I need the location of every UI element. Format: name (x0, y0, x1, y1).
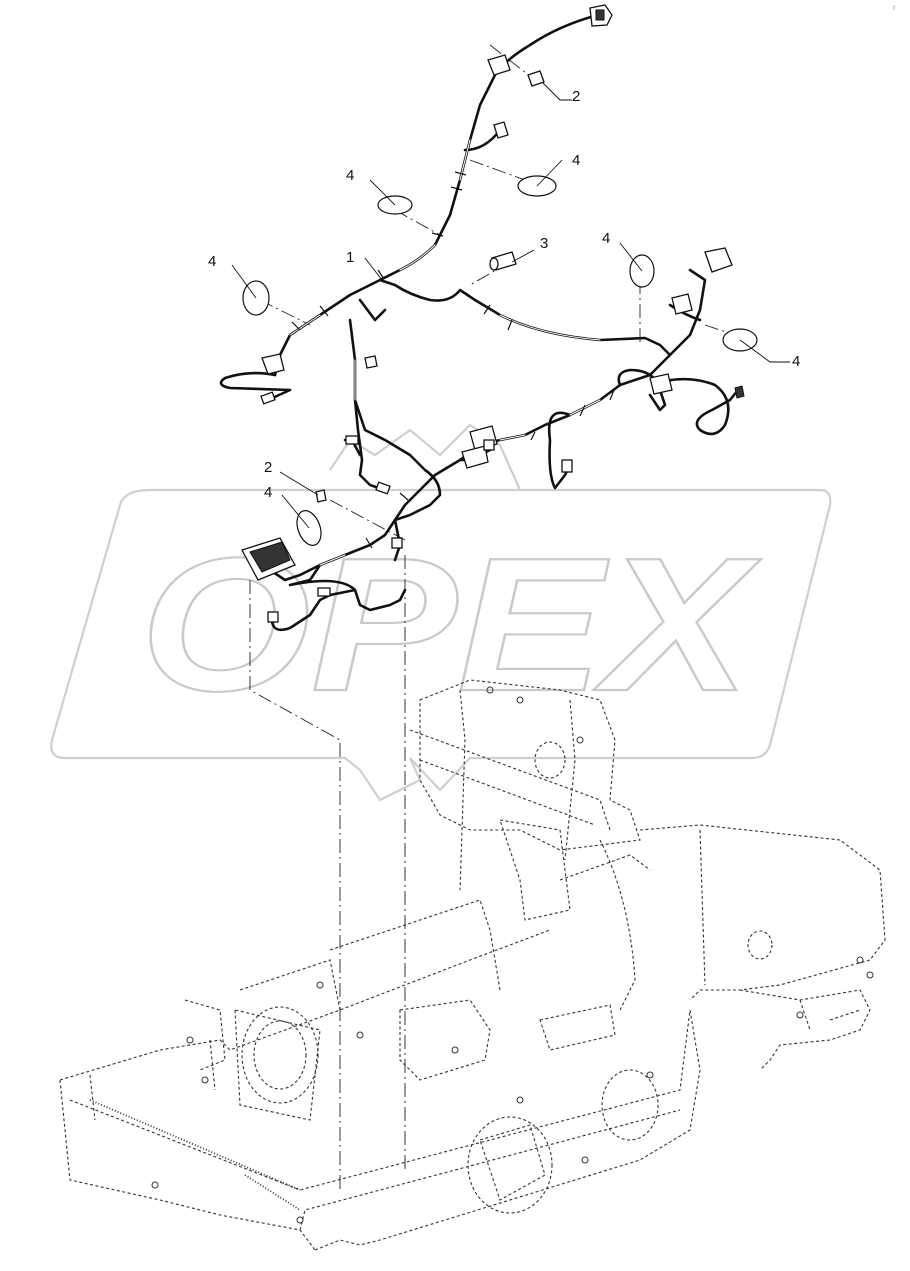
callout-4-top-left: 4 (346, 167, 354, 184)
connector-left-plug (260, 391, 276, 405)
callout-2-lower: 2 (264, 459, 272, 476)
frame-holes (151, 686, 874, 1224)
opex-watermark: OPEX (50, 423, 832, 802)
screw-top (527, 70, 545, 87)
connector-b (493, 121, 509, 139)
connector-hub-right (649, 373, 673, 395)
connector-right-drop (561, 459, 573, 473)
connector-center (461, 445, 489, 469)
connector-upper-right (704, 247, 733, 273)
harness-connectors (241, 4, 745, 623)
connector-left-relay (261, 353, 285, 375)
callout-3: 3 (540, 235, 548, 252)
callout-2-top: 2 (572, 88, 580, 105)
screw-lower (315, 489, 327, 503)
callout-4-right: 4 (792, 353, 800, 370)
corner-mark: r (893, 3, 896, 12)
callout-leaders (231, 82, 790, 529)
callout-1: 1 (346, 249, 354, 266)
callout-labels: 2 4 4 1 3 4 4 4 2 4 (208, 88, 800, 501)
watermark-text: OPEX (140, 519, 762, 731)
connector-right-side (671, 293, 693, 315)
connector-drop (375, 481, 391, 495)
chassis-frame (59, 679, 886, 1251)
callout-4-left: 4 (208, 253, 216, 270)
connector-mid-left (345, 435, 359, 445)
callout-4-right-upper: 4 (602, 230, 610, 247)
callout-4-top-right: 4 (572, 152, 580, 169)
connector-hub (483, 439, 495, 451)
connector-lower-plug (317, 587, 331, 597)
connector-lower-right (391, 537, 403, 549)
connector-lower-end (267, 611, 279, 623)
connector-clip-top (487, 54, 511, 76)
connector-blade (364, 355, 378, 369)
callout-4-lower: 4 (264, 484, 272, 501)
fasteners (315, 70, 545, 503)
connector-right-end (734, 385, 745, 399)
